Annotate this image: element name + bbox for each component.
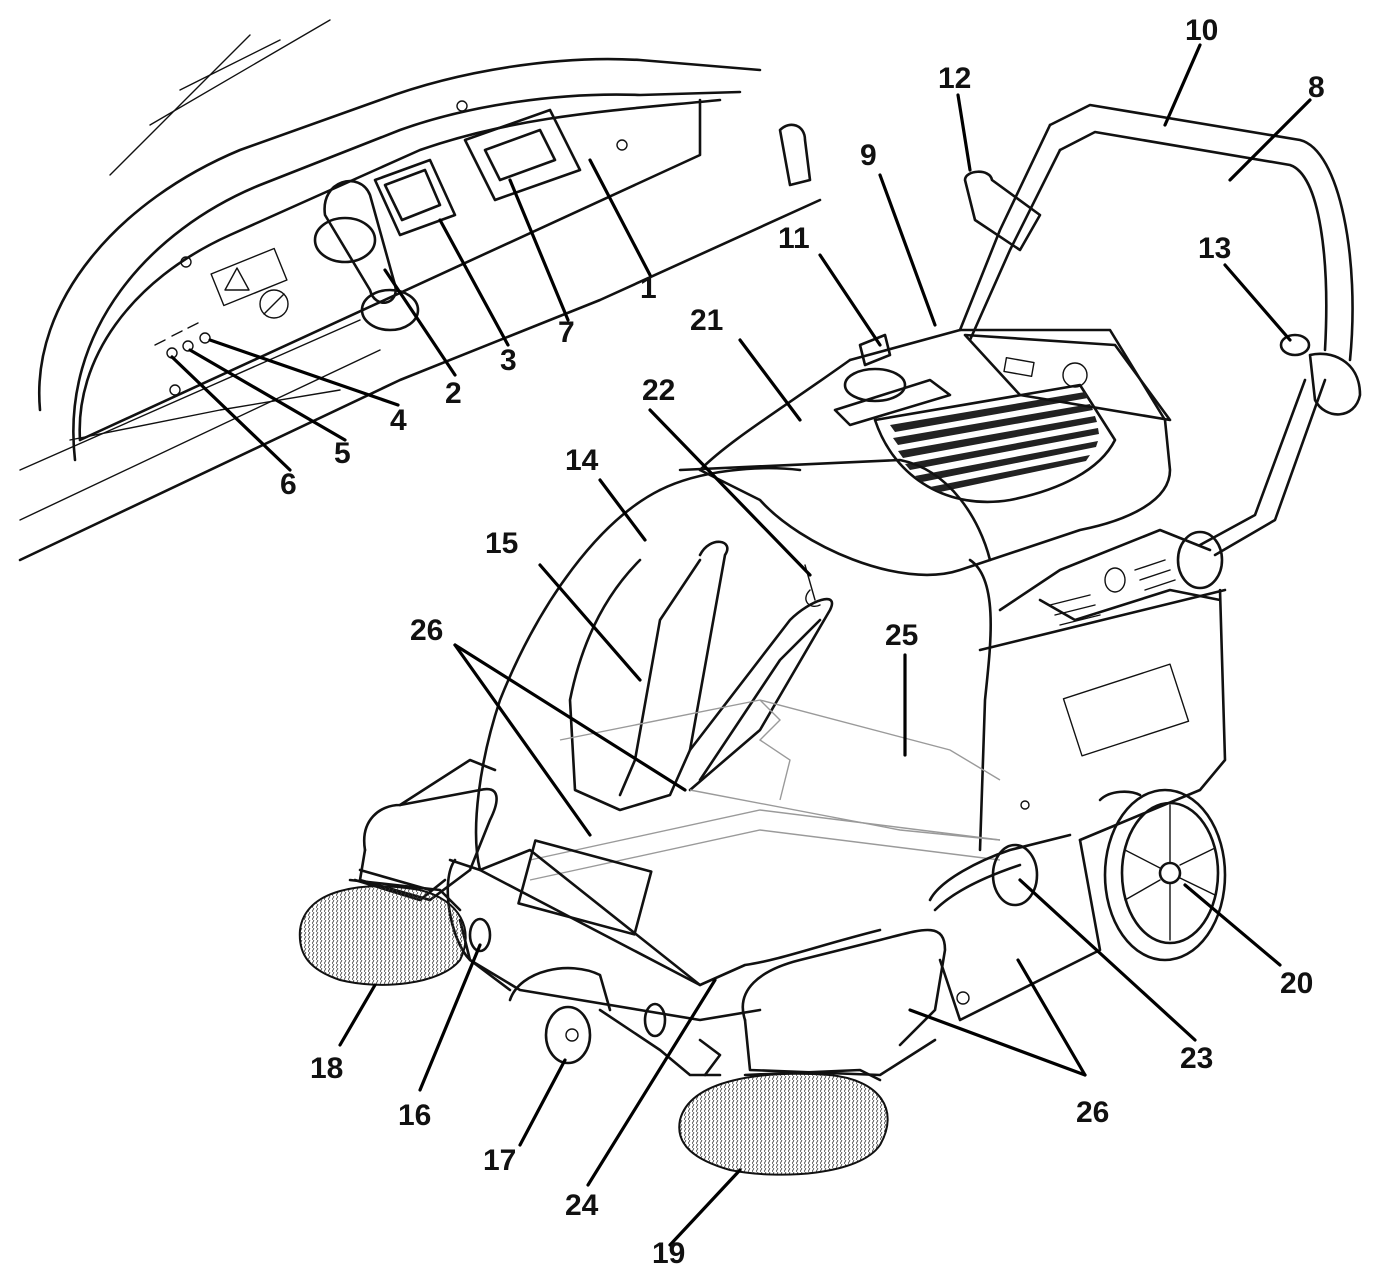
callout-6: 6 — [280, 468, 297, 501]
callout-1: 1 — [640, 272, 657, 305]
callout-15: 15 — [485, 527, 518, 560]
callout-12: 12 — [938, 62, 971, 95]
callout-9: 9 — [860, 139, 877, 172]
callout-20: 20 — [1280, 967, 1313, 1000]
callout-24: 24 — [565, 1189, 599, 1222]
control-panel-detail — [18, 19, 822, 562]
callout-11: 11 — [778, 222, 810, 255]
sweeper-machine — [298, 103, 1362, 1176]
callout-22: 22 — [642, 374, 675, 407]
callout-14: 14 — [565, 444, 599, 477]
callout-21: 21 — [690, 304, 723, 337]
callout-3: 3 — [500, 344, 517, 377]
callout-23: 23 — [1180, 1042, 1213, 1075]
callout-8: 8 — [1308, 71, 1325, 104]
callout-25: 25 — [885, 619, 918, 652]
leader-lines — [170, 43, 1312, 1247]
callout-labels: 1 2 3 4 5 6 7 8 9 10 11 12 13 14 15 16 1… — [280, 14, 1325, 1264]
callout-13: 13 — [1198, 232, 1231, 265]
callout-16: 16 — [398, 1099, 431, 1132]
callout-10: 10 — [1185, 14, 1218, 47]
callout-18: 18 — [310, 1052, 343, 1085]
callout-17: 17 — [483, 1144, 516, 1177]
callout-2: 2 — [445, 377, 462, 410]
callout-4: 4 — [390, 404, 407, 437]
callout-19: 19 — [652, 1237, 685, 1264]
callout-26-left: 26 — [410, 614, 443, 647]
callout-26-right: 26 — [1076, 1096, 1109, 1129]
callout-7: 7 — [558, 316, 575, 349]
vent-grille — [890, 392, 1099, 492]
callout-5: 5 — [334, 437, 351, 470]
